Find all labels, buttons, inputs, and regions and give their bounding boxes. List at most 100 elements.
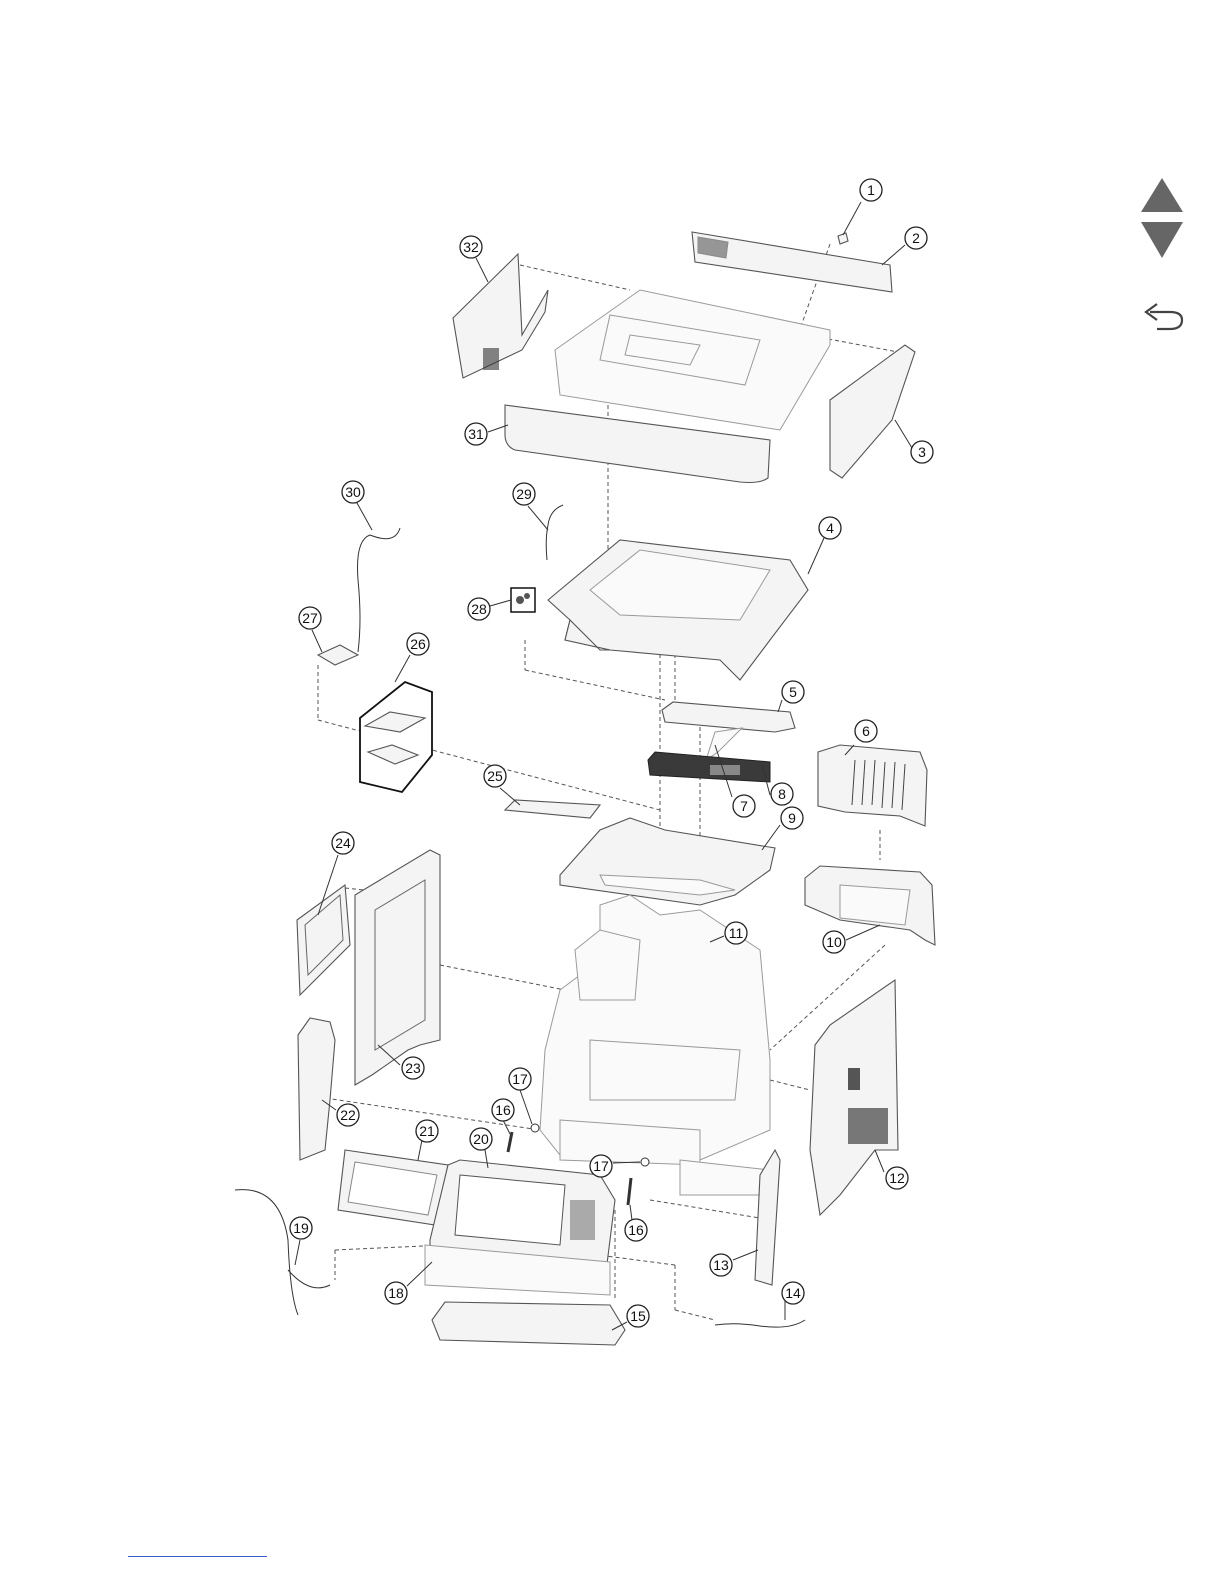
svg-text:6: 6 (862, 723, 870, 739)
part-14-cable (715, 1320, 805, 1327)
callout-17-lower: 17 (590, 1155, 612, 1177)
part-2-bracket (692, 232, 892, 292)
callout-17-upper: 17 (509, 1068, 531, 1090)
svg-text:23: 23 (405, 1060, 421, 1076)
callout-19: 19 (290, 1217, 312, 1239)
part-16-spring-right (628, 1178, 631, 1205)
callout-1: 1 (860, 179, 882, 201)
svg-text:12: 12 (889, 1170, 905, 1186)
callout-26: 26 (407, 633, 429, 655)
svg-text:2: 2 (912, 230, 920, 246)
svg-text:16: 16 (628, 1222, 644, 1238)
part-8-panel (648, 752, 770, 782)
svg-text:16: 16 (495, 1102, 511, 1118)
callout-10: 10 (823, 931, 845, 953)
part-9-top-frame (560, 818, 775, 905)
svg-text:26: 26 (410, 636, 426, 652)
svg-text:4: 4 (826, 520, 834, 536)
part-17-pin-lower (641, 1158, 649, 1166)
return-arrow-icon[interactable] (1146, 304, 1182, 329)
tray-frame-top (555, 290, 830, 430)
part-26-bracket-kit (360, 682, 432, 792)
part-16-spring-left (508, 1132, 512, 1152)
svg-text:17: 17 (593, 1158, 609, 1174)
callout-6: 6 (855, 720, 877, 742)
triangle-down-icon[interactable] (1141, 222, 1183, 258)
svg-text:22: 22 (340, 1107, 356, 1123)
callout-20: 20 (470, 1128, 492, 1150)
svg-text:14: 14 (785, 1285, 801, 1301)
svg-text:10: 10 (826, 934, 842, 950)
callout-9: 9 (781, 807, 803, 829)
footer-link-underline[interactable] (128, 1556, 267, 1557)
part-23-side-frame (355, 850, 440, 1085)
svg-text:28: 28 (471, 601, 487, 617)
callout-18: 18 (385, 1282, 407, 1304)
svg-text:1: 1 (867, 182, 875, 198)
callout-28: 28 (468, 598, 490, 620)
svg-text:25: 25 (487, 768, 503, 784)
part-22-handle (298, 1018, 335, 1160)
part-15-tray-front (432, 1302, 625, 1345)
callout-8: 8 (771, 783, 793, 805)
callout-32: 32 (460, 236, 482, 258)
callout-11: 11 (725, 922, 747, 944)
callout-15: 15 (627, 1305, 649, 1327)
svg-text:20: 20 (473, 1131, 489, 1147)
svg-text:8: 8 (778, 786, 786, 802)
callout-2: 2 (905, 227, 927, 249)
triangle-up-icon[interactable] (1141, 178, 1183, 212)
part-27-board (318, 645, 358, 665)
callout-25: 25 (484, 765, 506, 787)
svg-text:3: 3 (918, 444, 926, 460)
callout-12: 12 (886, 1167, 908, 1189)
svg-text:7: 7 (740, 798, 748, 814)
callout-30: 30 (342, 481, 364, 503)
part-29-cable (546, 505, 563, 560)
callout-31: 31 (465, 423, 487, 445)
svg-text:13: 13 (713, 1257, 729, 1273)
part-32-side-bracket (453, 254, 548, 378)
part-4-duplex-tray (548, 540, 808, 680)
part-30-cable (358, 528, 401, 652)
callout-29: 29 (513, 483, 535, 505)
callout-5: 5 (782, 681, 804, 703)
callout-27: 27 (299, 607, 321, 629)
part-19-cable (235, 1190, 330, 1315)
svg-text:24: 24 (335, 835, 351, 851)
svg-text:29: 29 (516, 486, 532, 502)
part-28-clip (511, 588, 535, 612)
part-6-rear-door (818, 745, 927, 826)
svg-text:9: 9 (788, 810, 796, 826)
svg-text:31: 31 (468, 426, 484, 442)
svg-text:19: 19 (293, 1220, 309, 1236)
part-12-right-cover (810, 980, 898, 1215)
part-21-bezel (338, 1150, 448, 1225)
part-5-top-cover (662, 702, 795, 732)
callout-13: 13 (710, 1254, 732, 1276)
callout-7: 7 (733, 795, 755, 817)
callout-16-left: 16 (492, 1099, 514, 1121)
part-18-operator-panel (425, 1160, 615, 1295)
svg-text:11: 11 (729, 925, 744, 941)
svg-text:21: 21 (419, 1123, 435, 1139)
callout-3: 3 (911, 441, 933, 463)
callout-21: 21 (416, 1120, 438, 1142)
callout-14: 14 (782, 1282, 804, 1304)
callout-22: 22 (337, 1104, 359, 1126)
svg-text:15: 15 (630, 1308, 646, 1324)
svg-text:27: 27 (302, 610, 318, 626)
callout-24: 24 (332, 832, 354, 854)
part-24-glass (297, 885, 350, 995)
part-17-pin-upper (531, 1124, 539, 1132)
part-10-rear-frame (805, 866, 935, 945)
callout-4: 4 (819, 517, 841, 539)
part-25-plate (505, 800, 600, 818)
svg-text:17: 17 (512, 1071, 528, 1087)
svg-text:30: 30 (345, 484, 361, 500)
svg-text:32: 32 (463, 239, 479, 255)
svg-text:18: 18 (388, 1285, 404, 1301)
callout-23: 23 (402, 1057, 424, 1079)
part-7-strip (706, 728, 742, 760)
